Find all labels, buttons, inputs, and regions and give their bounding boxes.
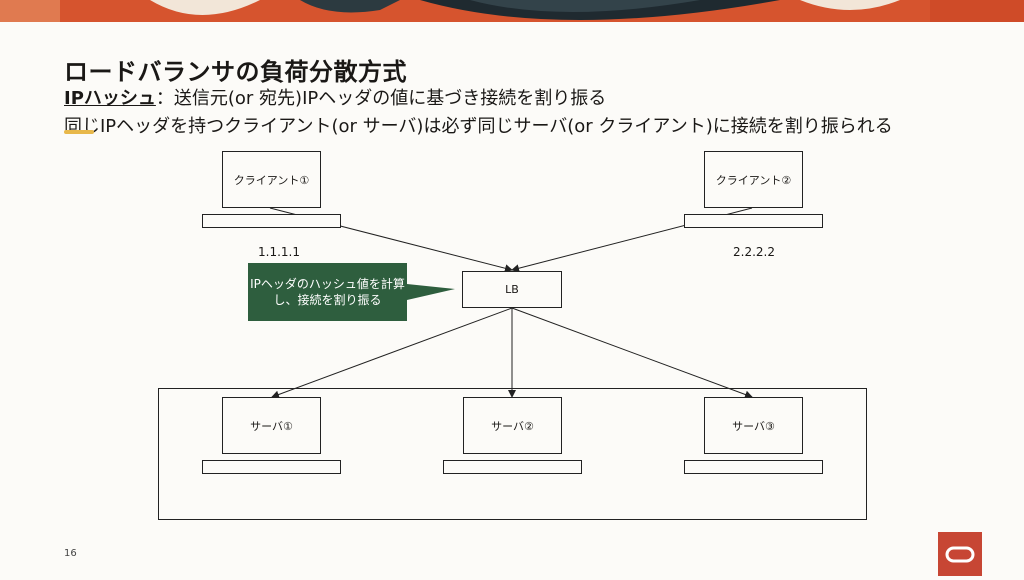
client2-keyboard: [684, 214, 823, 228]
client1-box: クライアント①: [222, 151, 321, 208]
client2-ip: 2.2.2.2: [733, 245, 775, 259]
client1-ip: 1.1.1.1: [258, 245, 300, 259]
server3-box: サーバ③: [704, 397, 803, 454]
accent-bar: [64, 130, 94, 134]
server2-label: サーバ②: [491, 419, 534, 433]
client2-label: クライアント②: [715, 173, 792, 187]
description-line-1-text: ：送信元(or 宛先)IPヘッダの値に基づき接続を割り振る: [155, 88, 607, 109]
arrow-lb-to-server1: [271, 307, 513, 399]
arrow-lb-to-server3: [511, 307, 753, 399]
callout-text: IPヘッダのハッシュ値を計算し、接続を割り振る: [250, 277, 405, 307]
client1-label: クライアント①: [233, 173, 310, 187]
server1-keyboard: [202, 460, 341, 474]
server3-label: サーバ③: [732, 419, 775, 433]
lb-label: LB: [505, 283, 519, 296]
decorative-banner: [0, 0, 1024, 22]
lb-box: LB: [462, 271, 562, 308]
description-line-1: IPハッシュ：送信元(or 宛先)IPヘッダの値に基づき接続を割り振る: [64, 84, 606, 110]
slide-title: ロードバランサの負荷分散方式: [64, 58, 407, 86]
keyword-ip-hash: IPハッシュ: [64, 88, 156, 109]
server-group: [158, 388, 867, 520]
client2-box: クライアント②: [704, 151, 803, 208]
callout-shape: [248, 263, 455, 321]
description-line-2: 同じIPヘッダを持つクライアント(or サーバ)は必ず同じサーバ(or クライア…: [64, 116, 893, 137]
server2-keyboard: [443, 460, 582, 474]
server1-box: サーバ①: [222, 397, 321, 454]
oracle-logo-icon: [938, 532, 982, 576]
page-number: 16: [64, 548, 77, 559]
server3-keyboard: [684, 460, 823, 474]
server2-box: サーバ②: [463, 397, 562, 454]
server1-label: サーバ①: [250, 419, 293, 433]
client1-keyboard: [202, 214, 341, 228]
